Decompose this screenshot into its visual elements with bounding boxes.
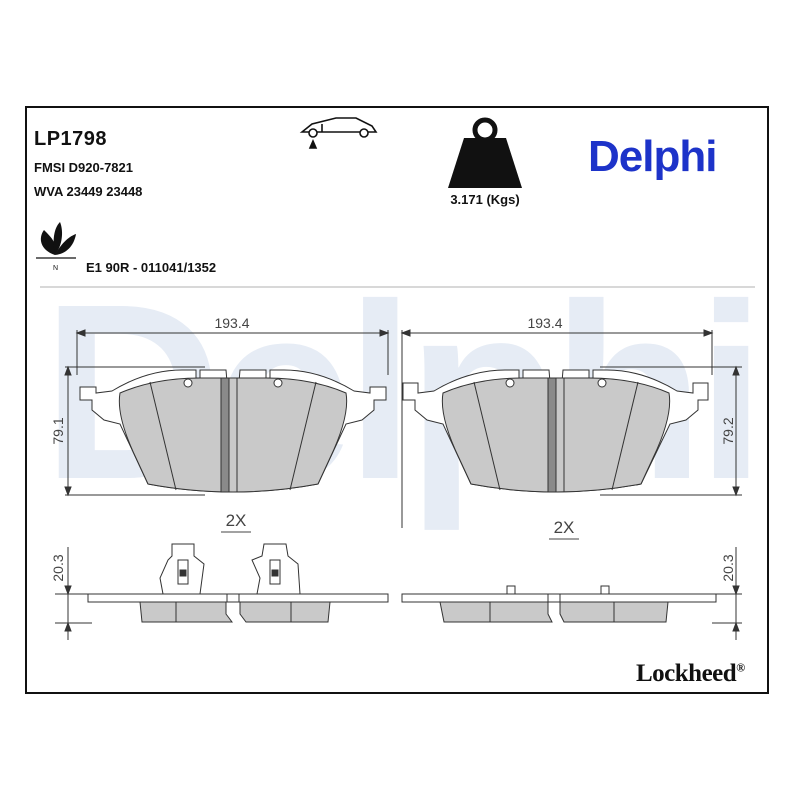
- certification-code: E1 90R - 011041/1352: [86, 260, 217, 275]
- wva-code: WVA 23449 23448: [34, 184, 143, 199]
- right-pad-height: 79.2: [720, 417, 736, 444]
- right-pad-drawing: [400, 329, 742, 528]
- car-front-axle-icon: [299, 117, 378, 149]
- weight-label: 3.171 (Kgs): [450, 192, 520, 207]
- left-pad-width: 193.4: [214, 315, 249, 331]
- weight-icon: [448, 117, 522, 188]
- eco-mark-letter: N: [53, 265, 58, 272]
- lockheed-logo: Lockheed®: [636, 660, 745, 688]
- left-pad-drawing: [64, 329, 390, 497]
- fmsi-code: FMSI D920-7821: [34, 160, 133, 175]
- lockheed-wordmark: Lockheed: [636, 660, 737, 687]
- right-pad-side-view: [401, 547, 742, 640]
- right-pad-thickness: 20.3: [720, 554, 736, 581]
- right-pad-width: 193.4: [527, 315, 562, 331]
- delphi-logo: Delphi: [588, 132, 717, 181]
- left-pad-quantity: 2X: [226, 511, 247, 530]
- right-pad-quantity: 2X: [554, 518, 575, 537]
- part-number: LP1798: [34, 128, 108, 150]
- drawing-frame: [25, 106, 769, 694]
- left-pad-thickness: 20.3: [50, 554, 66, 581]
- eco-leaf-icon: N: [36, 222, 76, 272]
- left-pad-height: 79.1: [50, 417, 66, 444]
- registered-mark: ®: [736, 660, 745, 675]
- left-pad-side-view: [55, 543, 389, 640]
